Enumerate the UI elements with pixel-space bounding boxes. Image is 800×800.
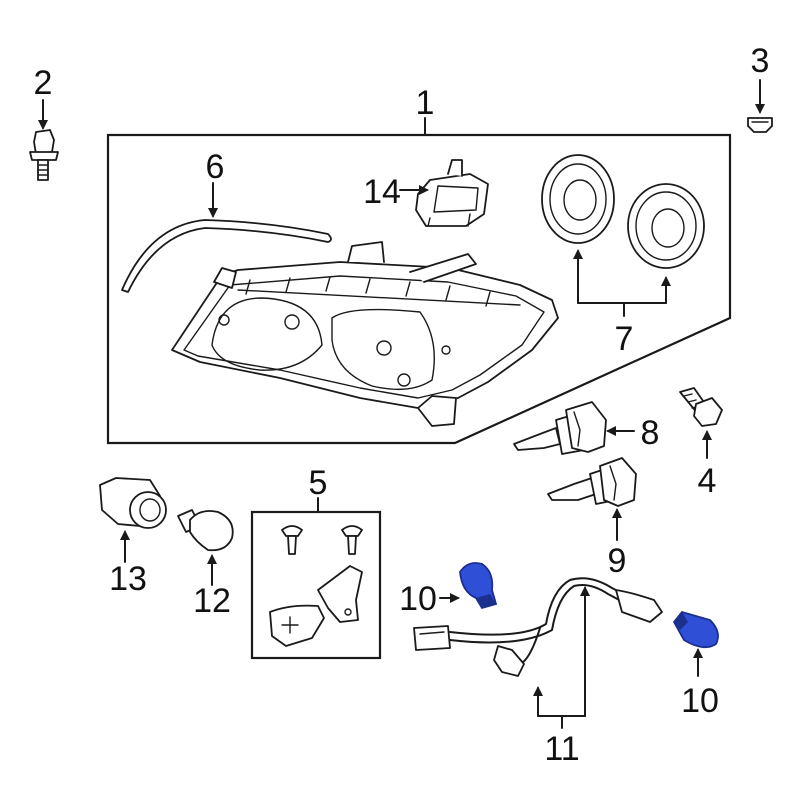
bulb-cover-cap-right — [627, 183, 705, 269]
push-pin-right — [341, 525, 363, 555]
callout-1: 1 — [416, 84, 435, 122]
mounting-bracket — [269, 565, 363, 647]
wiring-harness — [413, 577, 663, 677]
bracket-kit-frame — [250, 510, 382, 660]
callout-11-bracket — [533, 586, 590, 729]
callout-5: 5 — [309, 464, 328, 502]
hex-bolt — [679, 387, 723, 427]
wedge-bulb — [177, 509, 234, 552]
callout-3: 3 — [751, 42, 770, 80]
bulb-cover-cap-left — [541, 154, 615, 244]
callout-2: 2 — [34, 64, 53, 102]
headlamp-bracket — [415, 159, 489, 227]
callout-14: 14 — [363, 173, 401, 211]
callout-9: 9 — [608, 542, 627, 580]
headlamp-bulb-hb — [513, 401, 607, 455]
callout-8: 8 — [641, 414, 660, 452]
callout-7-bracket — [573, 249, 671, 317]
highlighted-bulb-left — [459, 562, 498, 610]
callout-10b: 10 — [681, 682, 719, 720]
callout-13: 13 — [109, 560, 147, 598]
push-pin-left — [281, 525, 303, 555]
callout-4: 4 — [698, 462, 717, 500]
headlamp-bulb-low — [547, 457, 637, 507]
push-clip — [747, 117, 773, 133]
callout-7: 7 — [615, 320, 634, 358]
headlamp-housing — [171, 241, 559, 427]
headlamp-assembly-frame — [106, 133, 732, 445]
highlighted-bulb-right — [672, 610, 719, 649]
callout-10a: 10 — [399, 580, 437, 618]
callout-12: 12 — [193, 582, 231, 620]
callout-11: 11 — [544, 730, 579, 768]
callout-6: 6 — [206, 148, 225, 186]
bulb-socket — [99, 477, 167, 529]
headlamp-seal-strip — [121, 219, 332, 293]
flange-bolt — [29, 129, 59, 181]
